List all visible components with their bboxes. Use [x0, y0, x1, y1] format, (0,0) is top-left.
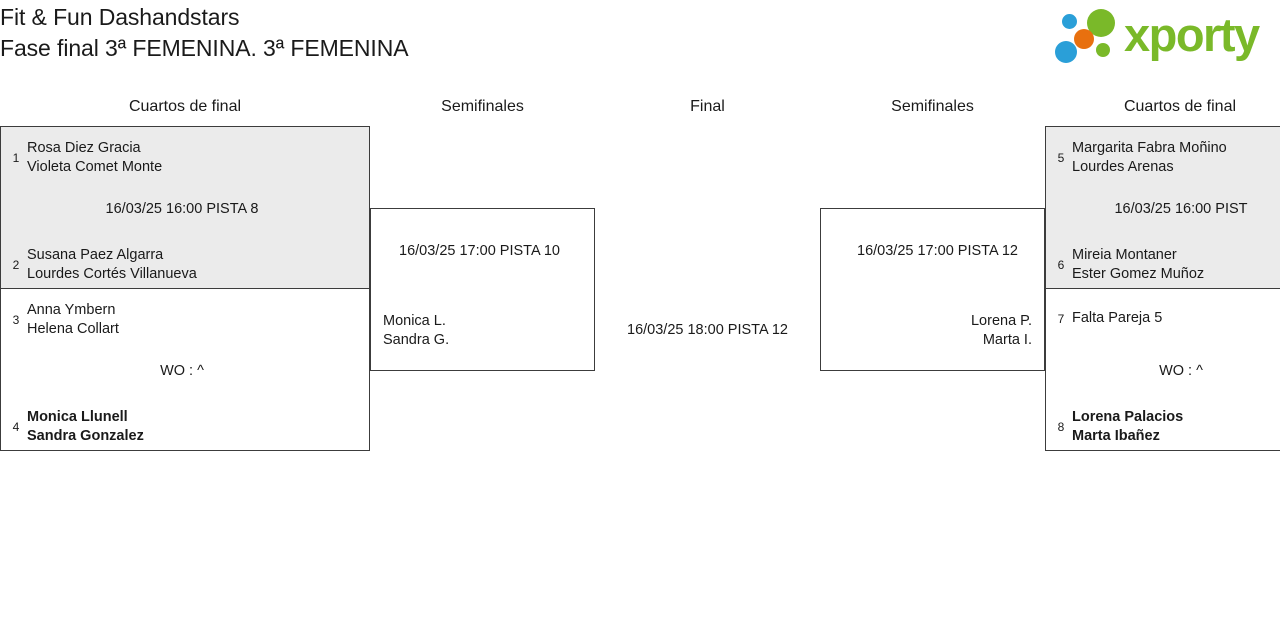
player-1-name: Lorena Palacios: [1072, 409, 1184, 425]
player-1-name: Monica L.: [383, 313, 446, 329]
xporty-logo[interactable]: xporty: [1046, 4, 1274, 66]
match-result-quarterfinal-4: WO : ^: [1159, 363, 1203, 379]
seed-number: 5: [1057, 151, 1065, 165]
round-header-semifinals-left: Semifinales: [441, 98, 524, 115]
seed-number: 6: [1057, 258, 1065, 272]
player-1-name: Lorena P.: [970, 313, 1032, 329]
round-header-quarterfinals-right: Cuartos de final: [1123, 98, 1237, 115]
tournament-name: Fit & Fun Dashandstars: [0, 4, 240, 30]
team-names: Monica L. Sandra G.: [383, 312, 449, 350]
logo-dot-blue-small: [1062, 14, 1077, 29]
player-2-name: Lourdes Cortés Villanueva: [27, 266, 197, 282]
round-header-quarterfinals-left: Cuartos de final: [128, 98, 242, 115]
player-1-name: Susana Paez Algarra: [27, 247, 164, 263]
match-schedule-semifinal-left: 16/03/25 17:00 PISTA 10: [399, 243, 560, 259]
player-2-name: Lourdes Arenas: [1072, 159, 1174, 175]
seed-number: 3: [12, 313, 20, 327]
seed-number: 8: [1057, 420, 1065, 434]
player-1-name: Mireia Montaner: [1072, 247, 1177, 263]
seed-number: 2: [12, 258, 20, 272]
player-2-name: Ester Gomez Muñoz: [1072, 266, 1205, 282]
connector-qf3-to-sf-right: [1031, 208, 1045, 209]
page-title: Fit & Fun Dashandstars Fase final 3ª FEM…: [0, 2, 409, 64]
match-box-semifinal-left[interactable]: 16/03/25 17:00 PISTA 10 Monica L. Sandra …: [370, 208, 595, 371]
team-semifinal-right[interactable]: Lorena P. Marta I.: [971, 312, 1036, 350]
player-1-name: Monica Llunell: [27, 409, 128, 425]
match-result-quarterfinal-2: WO : ^: [160, 363, 204, 379]
match-schedule-quarterfinal-3: 16/03/25 16:00 PIST: [1114, 201, 1248, 217]
match-schedule-quarterfinal-1: 16/03/25 16:00 PISTA 8: [105, 201, 259, 217]
player-1-name: Falta Pareja 5: [1072, 310, 1163, 326]
page-header: Fit & Fun Dashandstars Fase final 3ª FEM…: [0, 0, 1280, 88]
connector-qf4-to-sf-right: [1031, 370, 1045, 371]
match-box-semifinal-right[interactable]: 16/03/25 17:00 PISTA 12 Lorena P. Marta I…: [820, 208, 1045, 371]
team-seed-7[interactable]: 7 Falta Pareja 5: [1054, 309, 1163, 328]
team-names: Lorena P. Marta I.: [971, 312, 1032, 350]
player-1-name: Margarita Fabra Moñino: [1072, 140, 1227, 156]
round-header-semifinals-right: Semifinales: [891, 98, 974, 115]
logo-dot-blue-large: [1055, 41, 1077, 63]
logo-dot-orange: [1074, 29, 1094, 49]
tournament-phase: Fase final 3ª FEMENINA. 3ª FEMENINA: [0, 35, 409, 61]
match-box-quarterfinal-4[interactable]: 7 Falta Pareja 5 WO : ^ 8 Lorena Palacio…: [1045, 288, 1280, 451]
seed-number: 1: [12, 151, 20, 165]
round-header-final: Final: [690, 98, 725, 115]
team-names: Falta Pareja 5: [1072, 309, 1162, 328]
match-schedule-semifinal-right: 16/03/25 17:00 PISTA 12: [857, 243, 1018, 259]
match-schedule-final: 16/03/25 18:00 PISTA 12: [627, 322, 788, 338]
player-1-name: Rosa Diez Gracia: [27, 140, 141, 156]
player-2-name: Sandra G.: [383, 332, 450, 348]
logo-dot-green-small: [1096, 43, 1110, 57]
player-1-name: Anna Ymbern: [27, 302, 116, 318]
player-2-name: Marta I.: [982, 332, 1032, 348]
player-2-name: Helena Collart: [27, 321, 119, 337]
seed-number: 7: [1057, 311, 1065, 326]
player-2-name: Marta Ibañez: [1072, 428, 1160, 444]
logo-wordmark: xporty: [1124, 8, 1260, 61]
player-2-name: Violeta Comet Monte: [27, 159, 163, 175]
seed-number: 4: [12, 420, 20, 434]
logo-dots-icon: [1052, 8, 1124, 64]
player-2-name: Sandra Gonzalez: [27, 428, 144, 444]
team-semifinal-left[interactable]: Monica L. Sandra G.: [379, 312, 449, 350]
